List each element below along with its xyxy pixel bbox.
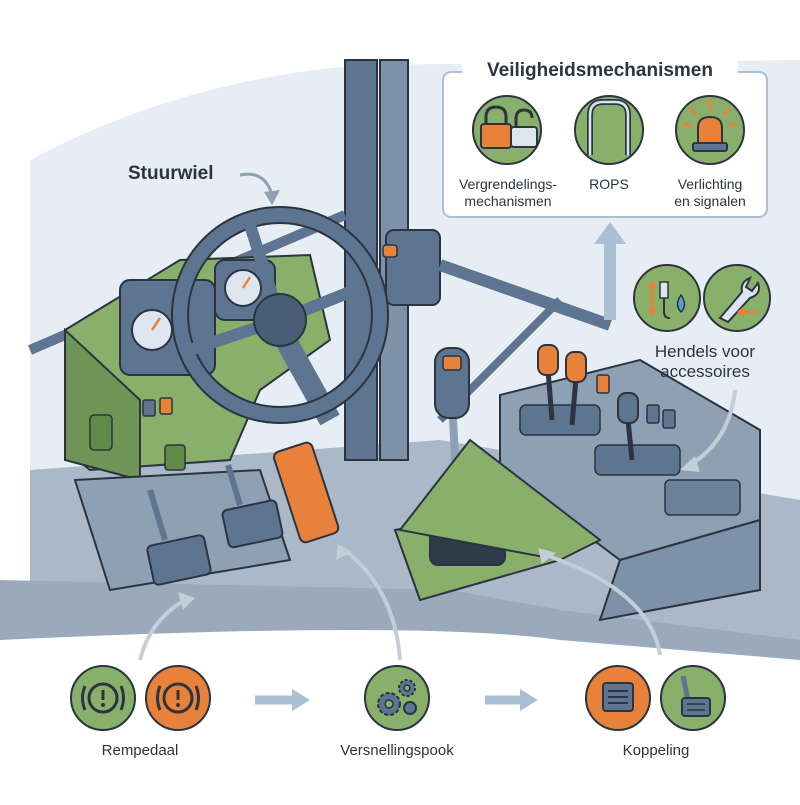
console-switch-2[interactable] <box>662 409 676 429</box>
gears-icon <box>377 679 417 716</box>
wrench-icon <box>718 276 760 324</box>
safety-item-lights-line1: Verlichting <box>677 176 743 192</box>
lever-1-shaft <box>545 369 555 421</box>
clutch-pedal <box>221 499 284 549</box>
lever-slot-right <box>594 444 681 476</box>
arrow-gear <box>343 548 402 661</box>
safety-icon-rops-bg <box>574 95 644 165</box>
safety-item-lights-label: Verlichting en signalen <box>645 176 775 210</box>
safety-item-lights-line2: en signalen <box>674 193 746 209</box>
console-tray <box>664 479 741 516</box>
arrow-clutch-head <box>538 548 556 564</box>
console-switch-orange[interactable] <box>596 374 610 394</box>
brake-warning-icon-orange <box>156 682 200 714</box>
pedal-icon <box>602 682 634 712</box>
accessory-levers-line2: accessoires <box>660 362 750 381</box>
dashboard-vent <box>89 414 113 451</box>
arrow-accessories-head <box>680 456 700 472</box>
safety-item-locks-line2: mechanismen <box>464 193 552 209</box>
rops-frame-inner <box>588 100 630 155</box>
gauge-left-needle <box>150 317 162 331</box>
lever-2-shaft <box>569 377 579 426</box>
accessory-levers-label: Hendels voor accessoires <box>630 342 780 382</box>
dash-switch-gray <box>142 399 156 417</box>
dash-switch-orange <box>159 397 173 415</box>
dash-lower-panel <box>164 444 186 471</box>
accelerator-pedal <box>273 441 340 544</box>
clutch-pedal-icon <box>680 675 711 717</box>
brake-pedal-arm <box>147 489 168 541</box>
arrow-steering <box>239 172 274 196</box>
arrow-clutch <box>544 553 662 656</box>
arrow-gear-head <box>336 544 352 560</box>
lever-3-knob[interactable] <box>617 392 639 424</box>
accessory-levers-line1: Hendels voor <box>654 342 756 361</box>
side-console-side <box>598 518 761 622</box>
arrow-brake-head <box>178 592 195 610</box>
warning-beacon-icon <box>682 100 738 152</box>
gear-stick-label: Versnellingspook <box>340 742 454 759</box>
arrow-up-safety-head <box>594 222 626 244</box>
lever-slot-left <box>519 404 601 436</box>
lever-3-shaft <box>625 419 635 461</box>
steering-hub <box>253 293 307 347</box>
arrow-brake <box>138 598 186 661</box>
gear-knob-badge <box>442 355 462 371</box>
safety-item-locks-line1: Vergrendelings- <box>458 176 558 192</box>
brake-pedal-label: Rempedaal <box>101 742 179 759</box>
brake-pedal <box>146 534 212 586</box>
steering-wheel[interactable] <box>172 207 388 423</box>
steering-wheel-outline <box>171 206 389 424</box>
hydraulic-icon <box>647 280 686 319</box>
safety-item-rops-line1: ROPS <box>589 176 629 192</box>
clutch-label: Koppeling <box>622 742 690 759</box>
safety-item-locks-label: Vergrendelings- mechanismen <box>443 176 573 210</box>
flow-arrow-1-head <box>292 689 310 711</box>
brake-warning-icon <box>81 682 125 714</box>
pillar-bracket <box>385 229 441 306</box>
lever-2-knob[interactable] <box>565 351 587 383</box>
bracket-knob <box>382 244 398 258</box>
padlock-icon <box>480 105 538 149</box>
steering-wheel-inner-outline <box>187 222 373 408</box>
safety-panel-title: Veiligheidsmechanismen <box>462 60 738 82</box>
arrow-steering-head <box>264 190 280 205</box>
flow-arrow-2-head <box>520 689 538 711</box>
arrow-accessories <box>688 389 737 467</box>
console-switch-1[interactable] <box>646 404 660 424</box>
clutch-pedal-arm <box>225 464 243 506</box>
lever-1-knob[interactable] <box>537 344 559 376</box>
safety-item-rops-label: ROPS <box>544 176 674 193</box>
cabin-crossbar-right <box>438 259 612 331</box>
gauge-right-needle <box>241 276 252 289</box>
steering-wheel-label: Stuurwiel <box>128 163 214 184</box>
